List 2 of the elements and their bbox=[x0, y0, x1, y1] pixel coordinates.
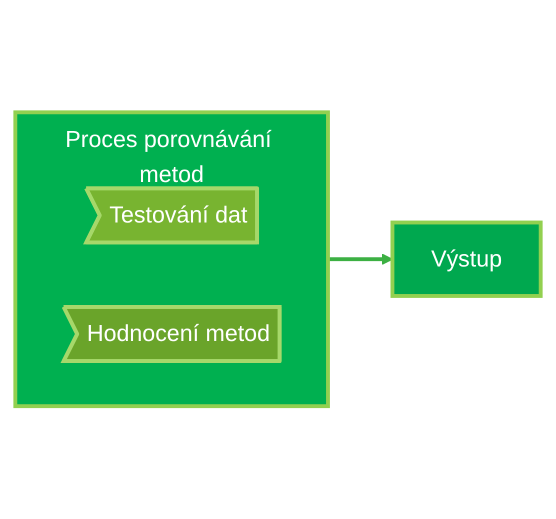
node-box bbox=[390, 220, 543, 298]
cluster bbox=[13, 110, 330, 408]
